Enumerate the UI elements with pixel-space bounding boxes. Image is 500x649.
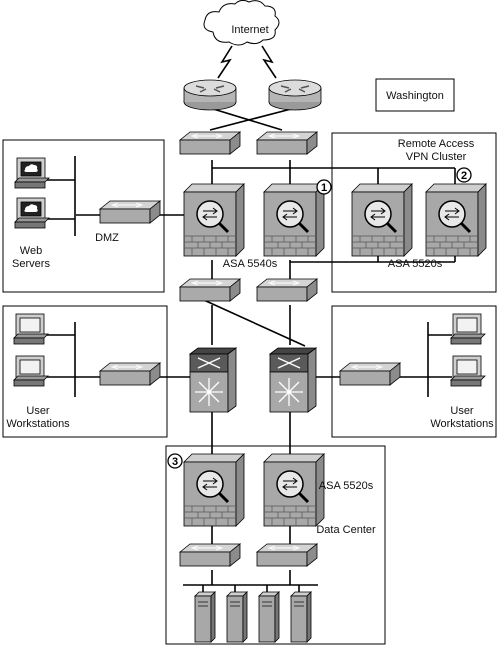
data-center-box xyxy=(165,445,386,645)
switch-top-left xyxy=(179,131,241,155)
asa-5520s-dc-label: ASA 5520s xyxy=(319,480,374,492)
ml-switch-right xyxy=(269,347,317,413)
user-workstations-right-label-1: User xyxy=(450,405,474,417)
dc-switch-right xyxy=(256,543,318,567)
switch-mid-left xyxy=(179,278,241,302)
asa-5540s-label: ASA 5540s xyxy=(223,258,278,270)
dmz-switch xyxy=(99,200,161,224)
web-server-top xyxy=(14,157,50,189)
asa-5520-dc-left xyxy=(182,452,246,528)
access-switch-left xyxy=(99,362,161,386)
web-dmz-box xyxy=(2,139,165,293)
badge-3: 3 xyxy=(167,453,183,469)
links xyxy=(46,45,456,600)
asa-5520-vpn-left xyxy=(350,182,414,258)
server-2 xyxy=(226,591,248,643)
access-switch-right xyxy=(339,362,401,386)
web-server-bottom xyxy=(14,197,50,229)
vpn-cluster-label: VPN Cluster xyxy=(406,151,467,163)
washington-box xyxy=(375,78,455,112)
remote-access-label: Remote Access xyxy=(398,138,475,150)
workstation-right-top xyxy=(450,313,486,345)
vpn-cluster-box xyxy=(331,132,497,293)
user-workstations-right-label-2: Workstations xyxy=(430,418,494,430)
web-servers-label-1: Web xyxy=(20,245,42,257)
switch-top-right xyxy=(256,131,318,155)
asa-5520s-vpn-label: ASA 5520s xyxy=(388,258,443,270)
server-1 xyxy=(194,591,216,643)
internet-cloud: Internet xyxy=(203,0,280,46)
dmz-label: DMZ xyxy=(95,232,119,244)
router-left xyxy=(183,79,237,111)
user-workstations-right-box xyxy=(331,305,497,438)
internet-label: Internet xyxy=(231,24,268,36)
ml-switch-left xyxy=(189,347,237,413)
user-workstations-left-label-1: User xyxy=(26,405,50,417)
data-center-label: Data Center xyxy=(316,524,376,536)
user-workstations-left-label-2: Workstations xyxy=(6,418,70,430)
workstation-left-bottom xyxy=(13,355,49,387)
washington-label: Washington xyxy=(386,90,444,102)
server-3 xyxy=(258,591,280,643)
asa-5520-dc-right xyxy=(262,452,326,528)
asa-5520-vpn-right xyxy=(424,182,488,258)
user-workstations-left-box xyxy=(2,305,168,438)
web-servers-label-2: Servers xyxy=(12,258,50,270)
badge-1: 1 xyxy=(316,179,332,195)
badge-2: 2 xyxy=(456,167,472,183)
workstation-right-bottom xyxy=(450,355,486,387)
badge-1-label: 1 xyxy=(321,182,327,194)
router-right xyxy=(268,79,322,111)
server-4 xyxy=(290,591,312,643)
switch-mid-right xyxy=(256,278,318,302)
badge-3-label: 3 xyxy=(172,456,178,468)
asa-5540-right xyxy=(262,182,326,258)
badge-2-label: 2 xyxy=(461,170,467,182)
asa-5540-left xyxy=(182,182,246,258)
workstation-left-top xyxy=(13,313,49,345)
dc-switch-left xyxy=(179,543,241,567)
